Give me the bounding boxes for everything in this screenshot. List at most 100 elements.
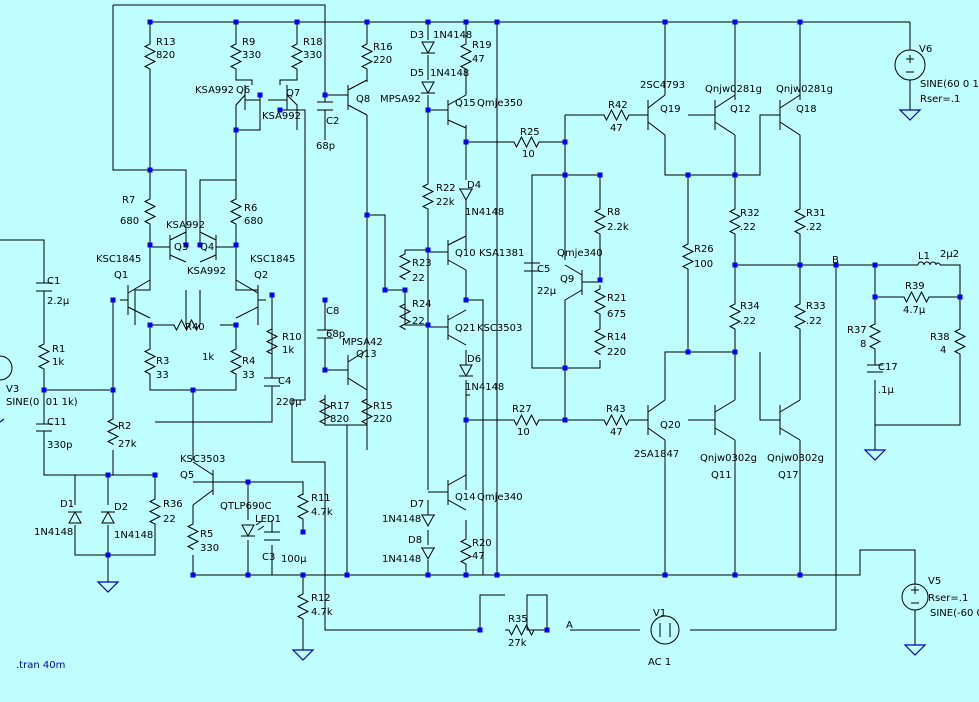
v1-symbol [650, 615, 680, 645]
r10-value: 1k [282, 345, 294, 356]
q12-symbol [714, 94, 736, 136]
l1-symbol [917, 261, 941, 266]
q4-symbol [199, 231, 236, 263]
led1-symbol [241, 520, 265, 538]
c5-label: C5 [537, 264, 550, 275]
d6-symbol [459, 364, 473, 378]
r22-label: R22 [436, 183, 456, 194]
r35-value: 27k [508, 638, 527, 649]
r36-value: 22 [163, 514, 176, 525]
r22-value: 22k [436, 197, 455, 208]
q10-value: KSA1381 [479, 248, 524, 259]
junction-dot [597, 172, 603, 178]
junction-dot [322, 297, 328, 303]
c1-value: 2.2µ [47, 296, 70, 307]
d5-value: 1N4148 [430, 68, 469, 79]
v5-symbol [901, 583, 929, 611]
q18-value: Qnjw0281g [776, 84, 833, 95]
r21-label: R21 [607, 293, 627, 304]
q7-label: Q7 [286, 88, 300, 99]
r36-label: R36 [163, 499, 183, 510]
q8-value: MPSA92 [380, 94, 421, 105]
junction-dot [477, 627, 483, 633]
d3-value: 1N4148 [433, 30, 472, 41]
r42-label: R42 [608, 100, 628, 111]
q2-symbol [235, 279, 266, 319]
q20-label: Q20 [660, 420, 681, 431]
r11-value: 4.7k [311, 507, 333, 518]
q13-value: MPSA42 [342, 337, 383, 348]
r40-value: 1k [202, 352, 214, 363]
q8-label: Q8 [356, 94, 370, 105]
junction-dot [872, 294, 878, 300]
r8-label: R8 [607, 207, 620, 218]
junction-dot [797, 262, 803, 268]
r1-label: R1 [52, 344, 65, 355]
r16-value: 220 [373, 55, 392, 66]
net-a: A [566, 620, 573, 631]
d1-value: 1N4148 [34, 527, 73, 538]
junction-dot [402, 287, 408, 293]
junction-dot [322, 92, 328, 98]
d1-label: D1 [60, 499, 74, 510]
q10-label: Q10 [455, 248, 476, 259]
junction-dot [110, 387, 116, 393]
diodes [68, 41, 473, 561]
r38-value: 4 [940, 345, 946, 356]
c8-label: C8 [326, 306, 339, 317]
q14-symbol [428, 474, 467, 511]
capacitors [36, 95, 883, 541]
r33-symbol [794, 299, 806, 331]
q4-label: Q4 [200, 242, 214, 253]
r26-label: R26 [694, 244, 714, 255]
r21-value: 675 [607, 309, 626, 320]
q15-value: Qmje350 [477, 98, 523, 109]
q19-symbol [640, 94, 666, 136]
q7-value: KSA992 [262, 111, 301, 122]
l1-value: 2µ2 [940, 249, 959, 260]
c3-symbol [264, 520, 280, 541]
c8-symbol [317, 329, 333, 345]
junction-dot [662, 572, 668, 578]
r18-value: 330 [303, 50, 322, 61]
d7-value: 1N4148 [382, 514, 421, 525]
junction-dot [269, 292, 275, 298]
junction-dot [662, 19, 668, 25]
r19-value: 47 [472, 54, 485, 65]
junction-dot [300, 529, 306, 535]
v6-rser: Rser=.1 [920, 94, 960, 105]
r39-label: R39 [905, 281, 925, 292]
r14-value: 220 [607, 347, 626, 358]
q14-value: Qmje340 [477, 492, 523, 503]
v5-value: SINE(-60 0 [930, 608, 979, 619]
v3-label: V3 [6, 384, 19, 395]
junction-dot [597, 277, 603, 283]
r19-symbol [460, 39, 472, 71]
r33-value: .22 [806, 316, 822, 327]
r33-label: R33 [806, 301, 826, 312]
v5-label: V5 [928, 576, 941, 587]
c4-label: C4 [278, 376, 291, 387]
r32-value: .22 [740, 222, 756, 233]
r15-label: R15 [373, 401, 393, 412]
c2-label: C2 [326, 116, 339, 127]
c3-value: 100µ [281, 554, 307, 565]
d6-value: 1N4148 [465, 382, 504, 393]
c17-symbol [867, 364, 883, 373]
v1-value: AC 1 [648, 657, 671, 668]
c1-symbol [36, 275, 52, 300]
ground-icon [903, 644, 927, 656]
r40-label: R40 [185, 322, 205, 333]
r37-value: 8 [860, 339, 866, 350]
c17-label: C17 [878, 362, 898, 373]
d8-label: D8 [408, 535, 422, 546]
d5-label: D5 [410, 68, 424, 79]
q4-value: KSA992 [187, 266, 226, 277]
junction-dot [463, 297, 469, 303]
r13-label: R13 [156, 37, 176, 48]
junction-dot [685, 172, 691, 178]
d3-label: D3 [410, 30, 424, 41]
junction-dot [190, 572, 196, 578]
q5-symbol [192, 461, 214, 506]
q9-value: Qmje340 [557, 248, 603, 259]
